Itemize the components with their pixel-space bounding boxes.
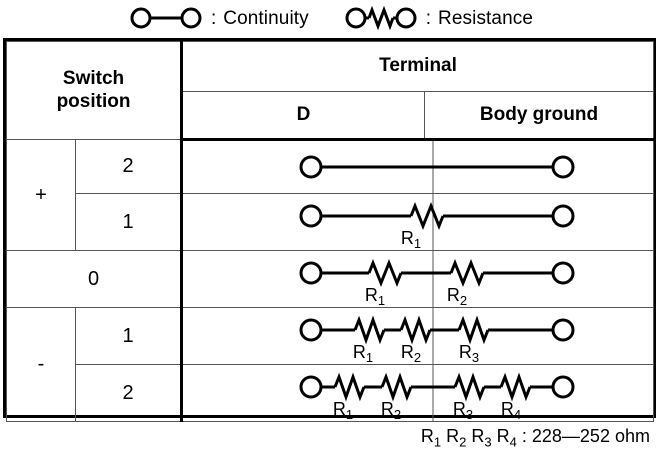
footnote-label-r4: R4: [496, 426, 517, 450]
legend-label-continuity: Continuity: [223, 7, 309, 29]
row-position-plus-2: 2: [74, 139, 184, 194]
svg-text:R2: R2: [447, 285, 467, 307]
footnote-label-r3: R3: [471, 426, 492, 450]
circuit-plus-1: R1: [181, 193, 655, 251]
switch-continuity-table: Switch position Terminal D Body ground +…: [3, 38, 656, 422]
svg-text:R2: R2: [401, 342, 421, 364]
header-terminal-body-ground: Body ground: [424, 91, 655, 141]
header-switch-position: Switch position: [5, 41, 184, 140]
footnote-label-r2: R2: [446, 426, 467, 450]
legend-item-continuity: : Continuity: [128, 5, 309, 31]
svg-text:R4: R4: [501, 399, 521, 421]
svg-text:R1: R1: [353, 342, 373, 364]
legend-label-resistance: Resistance: [438, 7, 534, 29]
header-switch-position-line2: position: [56, 90, 131, 112]
table-header-row-secondary: D Body ground: [7, 91, 655, 141]
circuit-minus-2: R1 R2 R3 R4: [181, 364, 655, 422]
header-terminal-d: D: [181, 91, 426, 141]
svg-text:R2: R2: [381, 399, 401, 421]
footnote-unit: ohm: [614, 426, 650, 446]
resistance-symbol-icon: [343, 5, 419, 31]
svg-text:R1: R1: [401, 228, 421, 250]
continuity-symbol-icon: [128, 5, 204, 31]
header-switch-position-line1: Switch: [62, 68, 125, 90]
row-sign-minus: -: [6, 307, 76, 422]
svg-text:R3: R3: [453, 399, 473, 421]
legend-separator: :: [425, 7, 432, 29]
footnote-separator: :: [521, 426, 527, 446]
table-row: 2: [7, 364, 655, 422]
table-row: 1 R1: [7, 193, 655, 251]
circuit-plus-2: [181, 139, 655, 194]
svg-text:R3: R3: [459, 342, 479, 364]
legend-separator: :: [210, 7, 217, 29]
table-row: + 2: [6, 139, 655, 251]
table-row: 0 R1 R2: [5, 250, 655, 308]
footnote-value-range: 228—252: [531, 426, 610, 446]
footnote-label-r1: R1: [420, 426, 442, 450]
svg-text:R1: R1: [365, 285, 385, 307]
table-header-row-primary: Switch position Terminal: [5, 41, 655, 140]
row-sign-plus: +: [6, 139, 76, 251]
row-position-minus-1: 1: [74, 307, 184, 365]
footnote-resistance-range: R1 R2 R3 R4 : 228—252 ohm: [0, 421, 656, 451]
circuit-zero: R1 R2: [181, 250, 655, 308]
table-row: - 1: [6, 307, 655, 422]
row-position-plus-1: 1: [74, 193, 184, 251]
header-terminal: Terminal: [181, 41, 655, 92]
row-position-minus-2: 2: [74, 364, 184, 422]
circuit-minus-1: R1 R2 R3: [181, 307, 655, 365]
legend-item-resistance: : Resistance: [343, 5, 533, 31]
svg-text:R1: R1: [333, 399, 353, 421]
legend: : Continuity : Resistance: [0, 0, 661, 36]
row-position-zero: 0: [5, 250, 184, 308]
